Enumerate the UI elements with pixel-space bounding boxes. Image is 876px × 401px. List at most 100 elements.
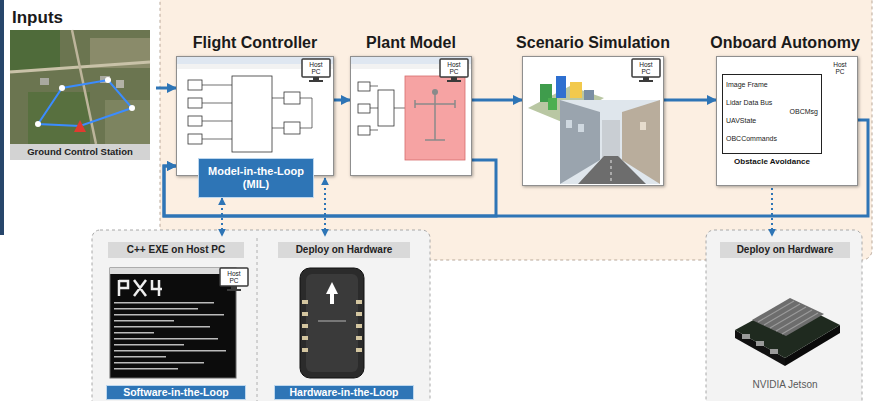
simulink-screenshot-part (188, 98, 202, 108)
pixhawk-board-part (306, 274, 358, 372)
scenario-render-part (611, 160, 612, 184)
plant-model-screenshot-part (358, 126, 370, 135)
px4-terminal-part (114, 302, 214, 304)
host-pc-icon (632, 59, 660, 82)
blue-text: Software-in-the-Loop (106, 385, 246, 400)
head-text: Onboard Autonomy (690, 32, 876, 54)
sil-hil-group-part (92, 230, 430, 401)
input-panel: InputsGround Control Station (4, 6, 156, 162)
satellite-map-part (38, 80, 132, 126)
flow-arrow (664, 99, 716, 102)
pixhawk-board-part (318, 320, 346, 322)
jetson-board (735, 298, 840, 366)
px4-terminal-part (114, 332, 154, 334)
port-text: OBCMsg (776, 107, 818, 117)
simulink-screenshot-part (232, 76, 272, 152)
px4-terminal-part (114, 344, 184, 346)
scenario-render-part (584, 90, 594, 100)
scenario-render-part (602, 120, 620, 160)
jetson-group-part (706, 230, 862, 401)
plant-model-screenshot-part (350, 56, 472, 176)
pixhawk-board-part (300, 268, 364, 378)
host-pc-icon-part (302, 59, 330, 77)
pixhawk-board-part (302, 300, 308, 304)
pixhawk-board-part (356, 336, 362, 340)
scenario-render-part (522, 56, 664, 186)
tab-text: Deploy on Hardware (278, 242, 410, 258)
px4-terminal-part (114, 338, 218, 340)
host-pc-icon-part (632, 59, 660, 77)
host-pc-icon (220, 268, 248, 291)
head-text: Inputs (12, 6, 152, 30)
scenario-render (522, 56, 664, 186)
controller-box: Flight ControllerHost PCModel-in-the-Loo… (176, 30, 334, 178)
flow-arrow (156, 87, 176, 90)
jetson-panel: Deploy on HardwareNVIDIA Jetson (712, 236, 858, 396)
satellite-map-part (74, 120, 86, 132)
port-text: Image Frame (726, 80, 786, 90)
px4-terminal-part (110, 268, 236, 378)
plant-model-screenshot (350, 56, 472, 176)
pixhawk-board-part (356, 324, 362, 328)
blue-text: Hardware-in-the-Loop (274, 385, 414, 400)
sil-panel: C++ EXE on Host PCHost PCSoftware-in-the… (100, 236, 252, 401)
jetson-board-part (742, 334, 750, 339)
simulink-screenshot-part (284, 122, 300, 134)
host-pc-icon-part (639, 80, 653, 82)
satellite-map (10, 30, 150, 144)
px4-terminal-part (114, 350, 226, 352)
satellite-map-part (59, 85, 65, 91)
plant-model-screenshot-part (432, 89, 438, 95)
plant-model-screenshot-part (358, 104, 370, 113)
jetson-board-part (756, 341, 764, 346)
plant-model-screenshot-part (378, 90, 394, 126)
jetson-board-part (770, 349, 778, 354)
hp-text: Host PC (634, 61, 658, 75)
px4-terminal-part (110, 268, 236, 274)
satellite-map-part (116, 80, 124, 88)
grey-text: NVIDIA Jetson (712, 378, 858, 392)
px4-terminal-part (114, 356, 166, 358)
scenario-render-part (640, 122, 646, 130)
simulink-screenshot-part (202, 85, 312, 139)
satellite-map-part (28, 92, 90, 144)
port-text: UAVState (726, 116, 786, 126)
px4-terminal-part (114, 308, 198, 310)
subsystem-block: Image FrameLidar Data BusUAVStateOBCComm… (722, 74, 822, 168)
scenario-render-part (570, 82, 582, 98)
plant-model-screenshot-part (358, 82, 370, 91)
satellite-map-part (10, 30, 150, 144)
pixhawk-board (300, 268, 364, 378)
px4-terminal-part (114, 362, 204, 364)
simulink-screenshot-part (188, 134, 202, 144)
pixhawk-board-part (302, 348, 308, 352)
hp-text: Host PC (828, 61, 852, 75)
autonomy-box: Onboard AutonomyHost PCImage FrameLidar … (716, 30, 858, 188)
port-text: Lidar Data Bus (726, 98, 786, 108)
slide-edge (0, 0, 4, 235)
pixhawk-board-part (356, 312, 362, 316)
hil-panel: Deploy on HardwareHardware-in-the-Loop (262, 236, 426, 401)
satellite-map-part (35, 121, 41, 127)
pixhawk-board-part (302, 336, 308, 340)
pixhawk-board-part (356, 300, 362, 304)
blue-text: Model-in-the-Loop (MIL) (198, 158, 314, 198)
host-pc-icon-part (643, 77, 649, 80)
scenario-render-part (560, 100, 660, 184)
scenario-box: Scenario SimulationHost PC (522, 30, 664, 188)
flow-arrow (472, 99, 522, 102)
head-text: Flight Controller (160, 32, 350, 54)
tab-text: Deploy on Hardware (720, 242, 850, 258)
mil-label: Model-in-the-Loop (MIL) (198, 158, 314, 198)
satellite-map-part (105, 100, 150, 144)
scenario-render-part (548, 98, 557, 110)
scenario-render-part (566, 120, 572, 128)
host-pc-icon-part (220, 268, 248, 286)
pixhawk-board-part (302, 324, 308, 328)
hp-text: Host PC (222, 270, 246, 284)
plant-box: Plant ModelHost PC (350, 30, 472, 178)
host-pc-icon-part (451, 77, 457, 80)
plant-model-screenshot-part (370, 86, 405, 130)
satellite-map-part (10, 30, 60, 70)
host-pc-icon-part (227, 289, 241, 291)
